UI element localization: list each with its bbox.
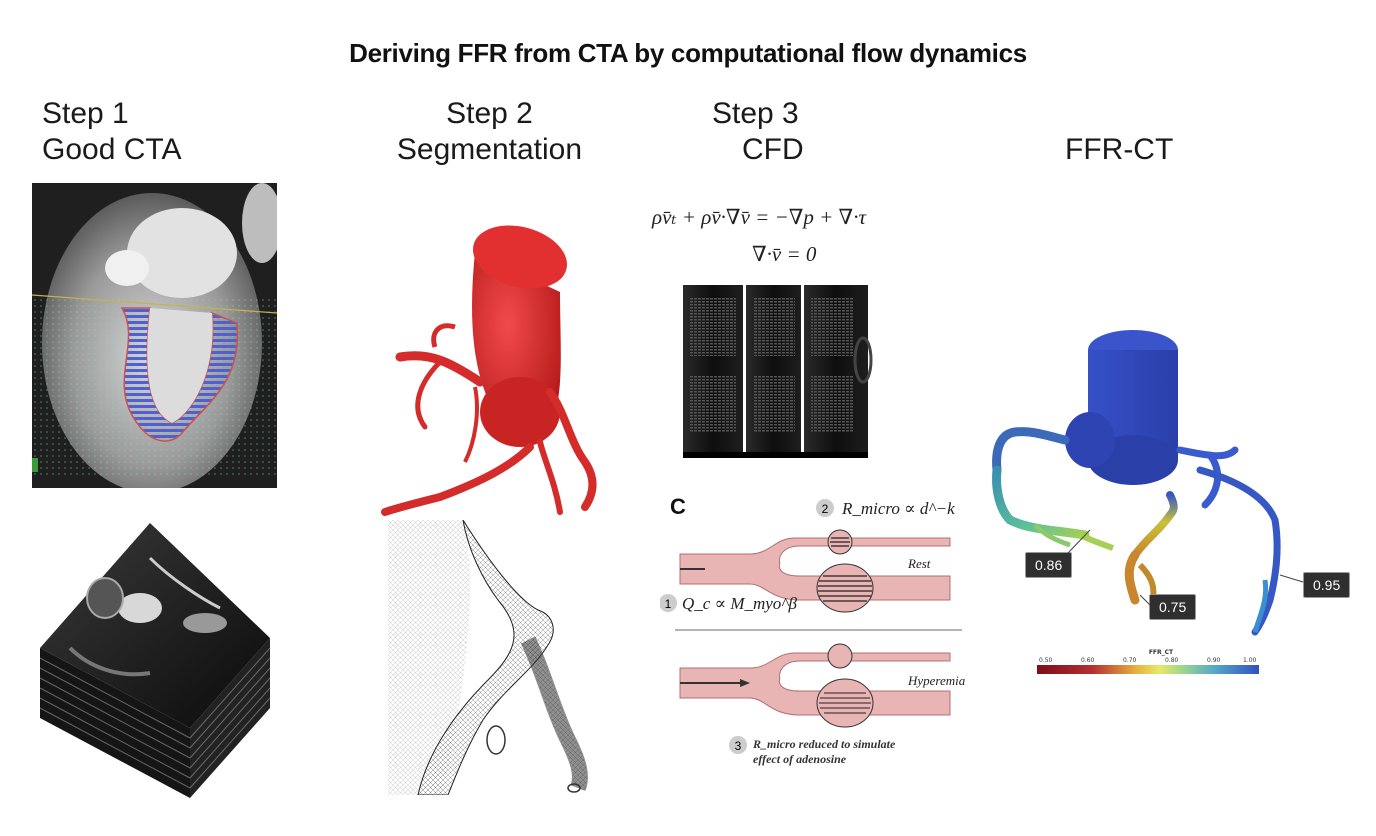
microvascular-resistance-diagram: C 2 R_micro ∝ d^−k Rest 1 Q_c ∝ M_myo^β	[660, 488, 970, 773]
step1-header: Step 1 Good CTA	[42, 96, 182, 168]
cta-image	[32, 183, 277, 488]
colorbar-gradient	[1037, 665, 1259, 674]
vessel-mesh-model	[388, 520, 598, 795]
hyperemia-vessel-diagram	[679, 643, 951, 728]
ffr-value-lcx: 0.86	[1025, 552, 1073, 578]
item1-badge	[660, 594, 677, 612]
ffrct-coronary-model	[975, 320, 1315, 645]
navier-stokes-equation: ρv̄ₜ + ρv̄·∇v̄ = −∇p + ∇·τ	[652, 205, 866, 229]
colorbar-tick: 0.70	[1123, 657, 1137, 664]
item3-number: 3	[735, 739, 742, 753]
figure-title: Deriving FFR from CTA by computational f…	[349, 38, 1027, 68]
supercomputer-image	[678, 280, 878, 465]
colorbar-tick: 0.50	[1039, 657, 1053, 664]
step3-label: CFD	[742, 133, 804, 166]
colorbar-tick: 0.90	[1207, 657, 1221, 664]
aorta-segmentation-model	[380, 212, 605, 524]
panel-letter-c: C	[670, 494, 686, 519]
item1-formula: Q_c ∝ M_myo^β	[682, 594, 797, 613]
item2-badge	[816, 499, 834, 517]
step2-header: Step 2 Segmentation	[382, 96, 597, 168]
item3-line1: R_micro reduced to simulate	[752, 737, 896, 751]
rest-label: Rest	[907, 556, 931, 571]
step2-label: Segmentation	[396, 133, 583, 166]
item1-number: 1	[665, 597, 672, 611]
continuity-equation: ∇·v̄ = 0	[752, 242, 817, 266]
ffr-value-rca: 0.95	[1303, 572, 1351, 598]
step3-number: Step 3	[712, 97, 799, 130]
step2-number: Step 2	[446, 97, 533, 130]
ct-slice-stack	[0, 498, 300, 798]
step1-label: Good CTA	[42, 133, 182, 166]
ffrct-label: FFR-CT	[1065, 133, 1174, 166]
colorbar-tick: 0.80	[1165, 657, 1179, 664]
colorbar-tick: 1.00	[1243, 657, 1257, 664]
ffr-value-lad: 0.75	[1149, 594, 1197, 620]
item2-number: 2	[822, 502, 829, 516]
ffrct-colorbar: FFR_CT 0.50 0.60 0.70 0.80 0.90 1.00	[1035, 648, 1265, 678]
colorbar-title: FFR_CT	[1149, 649, 1174, 656]
item3-badge	[729, 736, 747, 754]
step3-header: Step 3 CFD	[712, 96, 804, 168]
hyperemia-label: Hyperemia	[907, 673, 966, 688]
item2-formula: R_micro ∝ d^−k	[841, 499, 955, 518]
ffrct-header: FFR-CT	[1065, 132, 1173, 168]
rest-vessel-diagram	[679, 529, 951, 613]
item3-line2: effect of adenosine	[753, 752, 847, 766]
step1-number: Step 1	[42, 97, 129, 130]
colorbar-tick: 0.60	[1081, 657, 1095, 664]
